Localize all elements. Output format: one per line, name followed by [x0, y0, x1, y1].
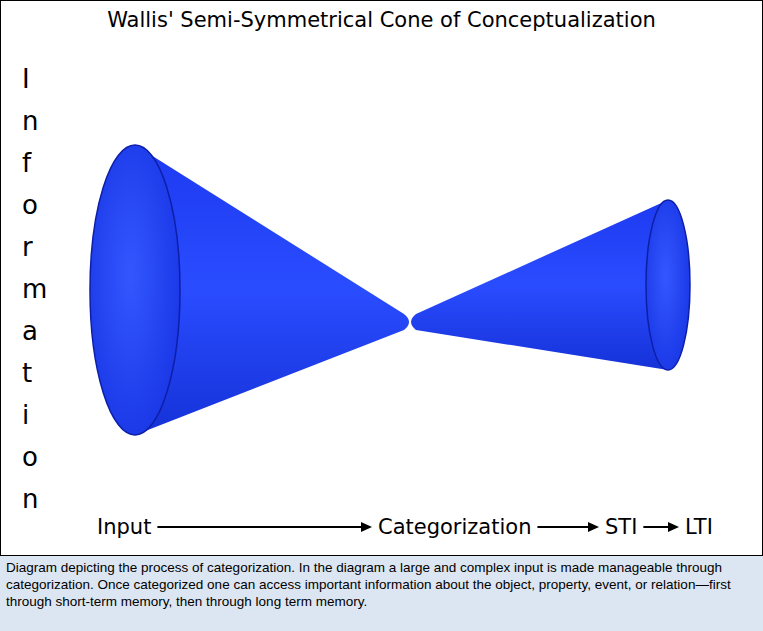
right-cone-base [646, 200, 690, 370]
arrow-head [588, 522, 599, 532]
axis-label: Information [22, 58, 23, 520]
arrow-head [361, 522, 372, 532]
arrow-head [668, 522, 679, 532]
arrow-line [157, 526, 363, 528]
diagram-title: Wallis' Semi-Symmetrical Cone of Concept… [0, 8, 763, 32]
stage-text-node: STI [603, 514, 639, 540]
flow-arrow [157, 522, 372, 532]
right-cone [411, 200, 668, 370]
stage-name: Input [95, 514, 153, 540]
arrow-line [537, 526, 590, 528]
left-cone-base [90, 145, 180, 435]
stage-name: STI [603, 514, 639, 540]
stage-name: Categorization [376, 514, 533, 540]
stage-text-node: LTI [683, 514, 715, 540]
stage-text-node: Categorization [376, 514, 533, 540]
caption-band: Diagram depicting the process of categor… [0, 555, 763, 631]
flow-arrow [643, 522, 679, 532]
flow-arrow [537, 522, 599, 532]
arrow-line [643, 526, 670, 528]
stage-text-node: Input [95, 514, 153, 540]
figure-caption: Diagram depicting the process of categor… [0, 556, 763, 613]
stage-name: LTI [683, 514, 715, 540]
